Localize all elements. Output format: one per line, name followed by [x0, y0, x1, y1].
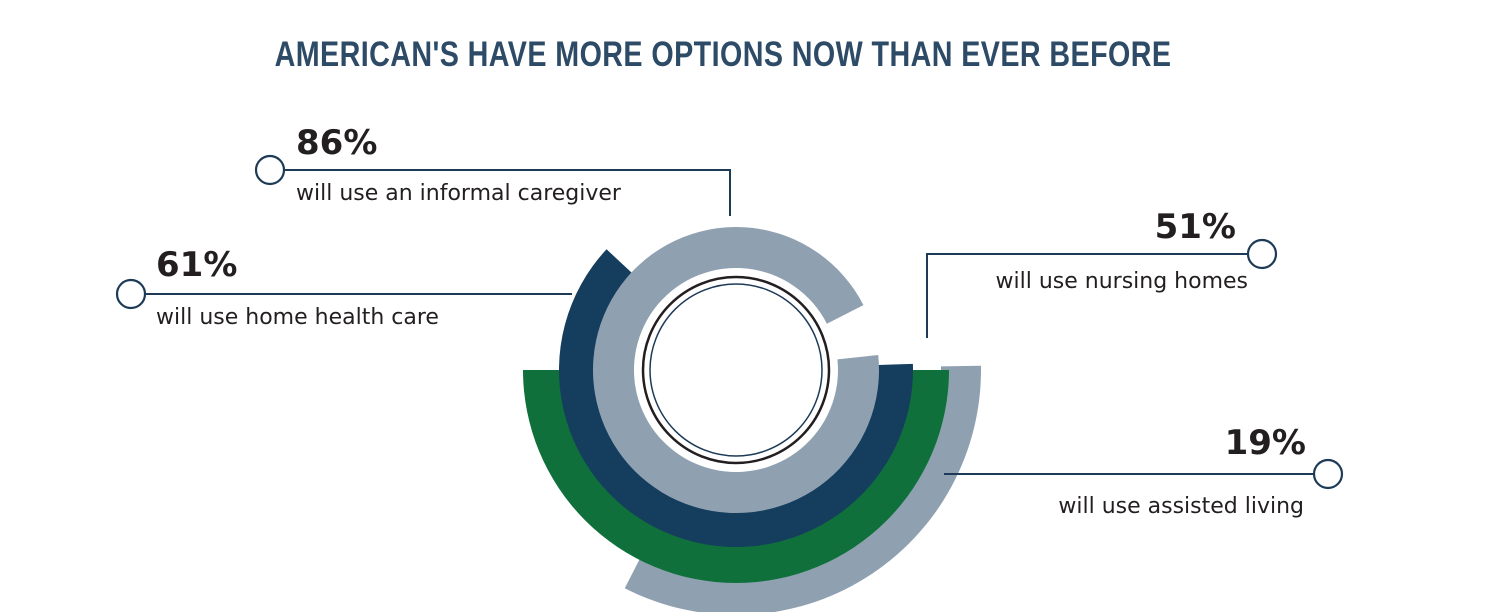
chart-title: AMERICAN'S HAVE MORE OPTIONS NOW THAN EV…: [275, 34, 1172, 73]
series-label-1: will use home health care: [156, 305, 439, 330]
arc-series-3: [624, 365, 981, 612]
leader-lines: [115, 154, 1344, 490]
percent-label-0: 86%: [296, 123, 377, 163]
center-ring-inner: [649, 283, 823, 457]
center-rings: [637, 271, 835, 469]
leader-end-marker-2: [1246, 238, 1278, 270]
percent-label-1: 61%: [156, 245, 237, 285]
leader-end-marker-0: [254, 154, 286, 186]
series-label-0: will use an informal caregiver: [296, 181, 622, 206]
center-ring-outer: [641, 275, 831, 465]
leader-line-0: [283, 169, 731, 216]
chart-arcs: [523, 227, 981, 612]
arc-series-1: [558, 249, 913, 548]
center-disc: [637, 271, 835, 469]
percent-label-2: 51%: [1155, 207, 1236, 247]
series-label-3: will use assisted living: [1058, 494, 1304, 519]
leader-line-2: [926, 253, 1248, 338]
chart-labels: 86% will use an informal caregiver 61% will…: [156, 123, 1306, 519]
arc-series-2: [523, 370, 949, 583]
leader-end-marker-1: [115, 278, 147, 310]
leader-end-marker-3: [1312, 458, 1344, 490]
series-label-2: will use nursing homes: [996, 269, 1249, 294]
percent-label-3: 19%: [1225, 423, 1306, 463]
